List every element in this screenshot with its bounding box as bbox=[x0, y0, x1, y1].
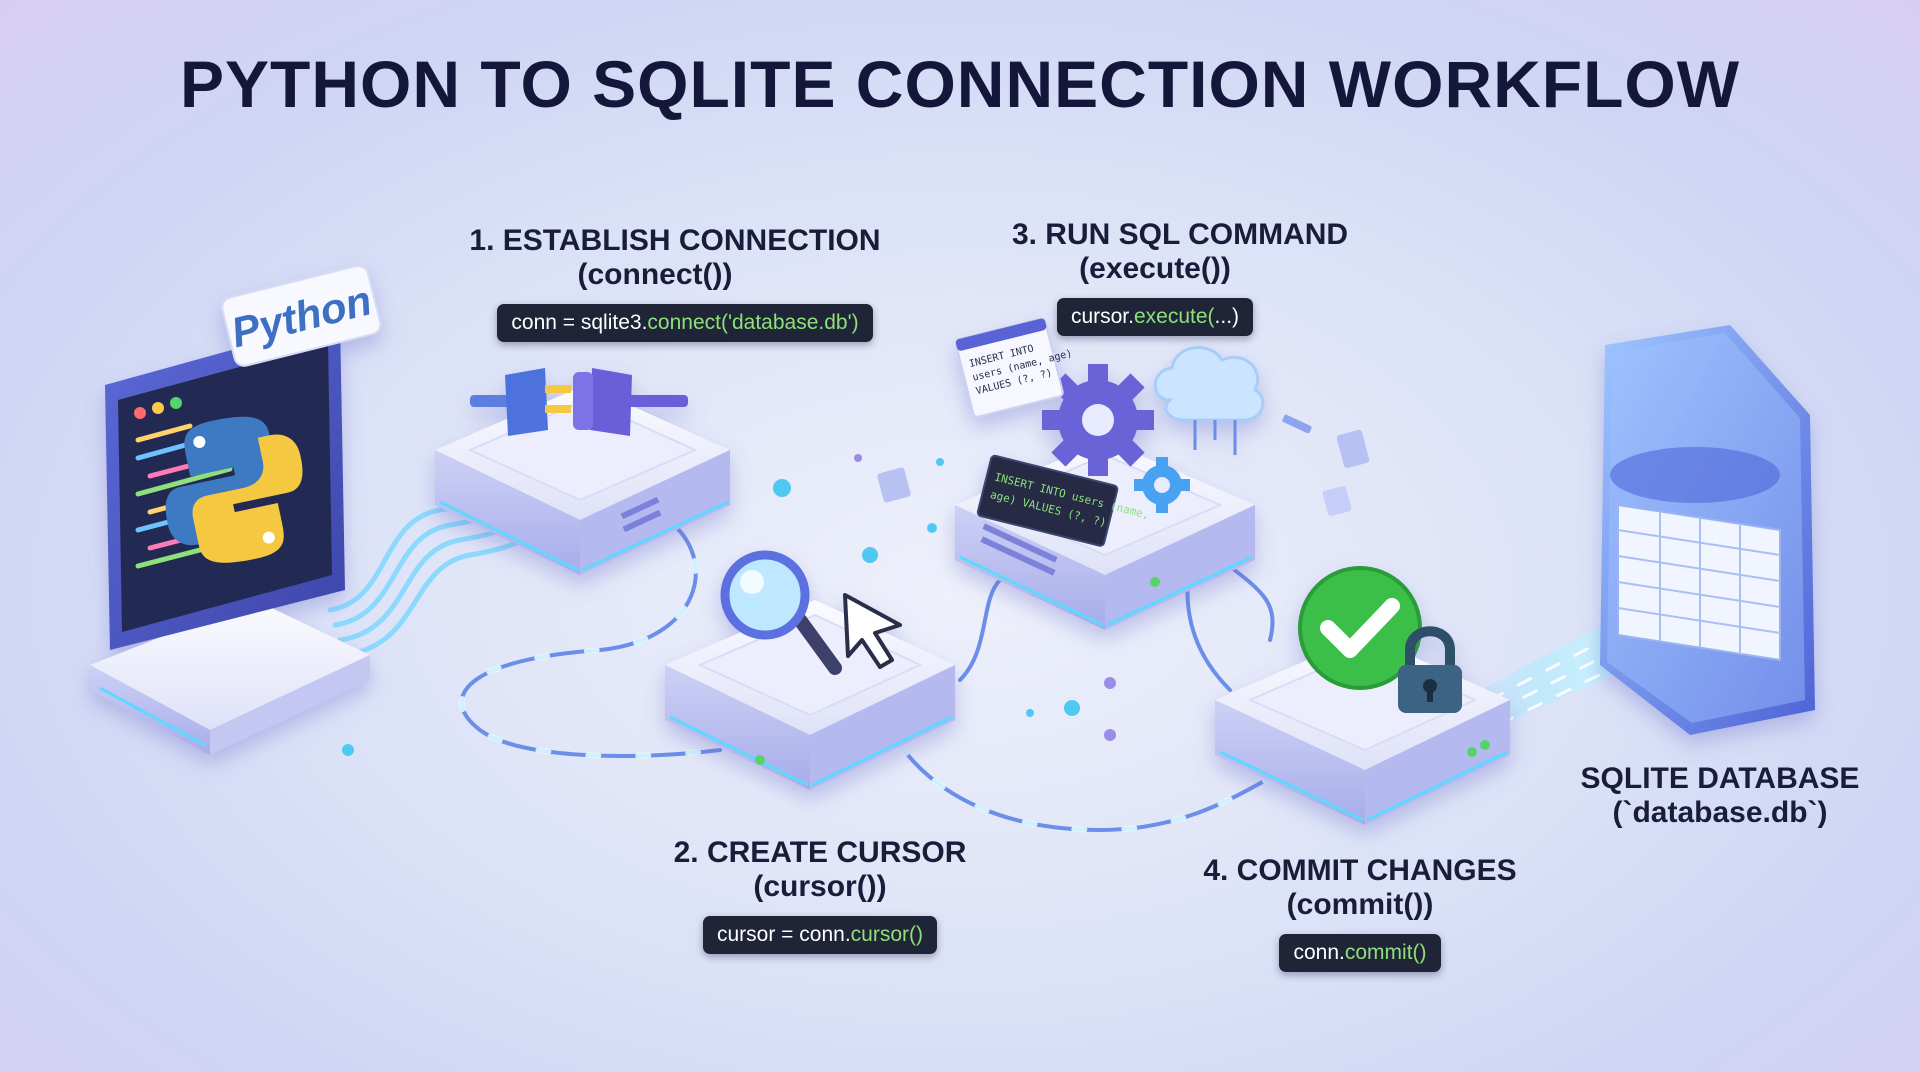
magnifier-icon bbox=[720, 550, 842, 675]
cable-connect-to-cursor bbox=[459, 518, 722, 758]
step-1-function: (connect()) bbox=[577, 258, 733, 291]
step-3-function: (execute()) bbox=[1079, 252, 1231, 285]
step-1-title: 1. ESTABLISH CONNECTION bbox=[469, 224, 881, 257]
step-4-function: (commit()) bbox=[1286, 888, 1434, 921]
step-4-code: conn.commit() bbox=[1279, 934, 1441, 972]
page-title: PYTHON TO SQLITE CONNECTION WORKFLOW bbox=[179, 47, 1741, 121]
sql-note-card: INSERT INTO users (name, age) VALUES (?,… bbox=[954, 317, 1073, 418]
database-filename: (`database.db`) bbox=[1612, 796, 1828, 829]
device-connect bbox=[435, 368, 730, 575]
database-table-grid bbox=[1617, 503, 1781, 662]
database-title: SQLITE DATABASE bbox=[1580, 762, 1860, 795]
floating-particles bbox=[342, 414, 1370, 756]
step-create-cursor: 2. CREATE CURSOR (cursor()) cursor = con… bbox=[660, 836, 980, 954]
gear-icon bbox=[1042, 364, 1154, 476]
cable-cursor-to-commit bbox=[898, 743, 1277, 833]
step-establish-connection: 1. ESTABLISH CONNECTION (connect()) conn… bbox=[455, 224, 895, 342]
python-workstation: Python bbox=[90, 264, 382, 755]
python-logo-icon bbox=[165, 416, 303, 563]
device-cursor bbox=[665, 550, 955, 790]
step-3-title: 3. RUN SQL COMMAND bbox=[1011, 218, 1349, 251]
step-4-title: 4. COMMIT CHANGES bbox=[1203, 854, 1517, 887]
mouse-pointer-icon bbox=[843, 593, 902, 669]
padlock-icon bbox=[1398, 626, 1462, 713]
step-2-code: cursor = conn.cursor() bbox=[703, 916, 937, 954]
small-gear-icon bbox=[1134, 457, 1190, 513]
plug-connector-icon bbox=[470, 368, 688, 436]
step-run-sql-command: 3. RUN SQL COMMAND (execute()) cursor.ex… bbox=[1000, 218, 1360, 336]
check-circle-icon bbox=[1298, 566, 1422, 690]
step-3-code: cursor.execute(...) bbox=[1056, 298, 1254, 336]
sqlite-database-icon bbox=[1600, 325, 1815, 735]
cable-cursor-to-execute bbox=[958, 578, 1002, 682]
step-2-function: (cursor()) bbox=[753, 870, 887, 903]
device-commit bbox=[1215, 566, 1510, 825]
cloud-icon bbox=[1153, 346, 1265, 455]
sqlite-database-label: SQLITE DATABASE (`database.db`) bbox=[1555, 762, 1885, 830]
step-1-code: conn = sqlite3.connect('database.db') bbox=[497, 304, 873, 342]
step-commit-changes: 4. COMMIT CHANGES (commit()) conn.commit… bbox=[1195, 854, 1525, 972]
step-2-title: 2. CREATE CURSOR bbox=[673, 836, 967, 869]
device-execute: INSERT INTO users (name, age) VALUES (?,… bbox=[954, 317, 1265, 630]
